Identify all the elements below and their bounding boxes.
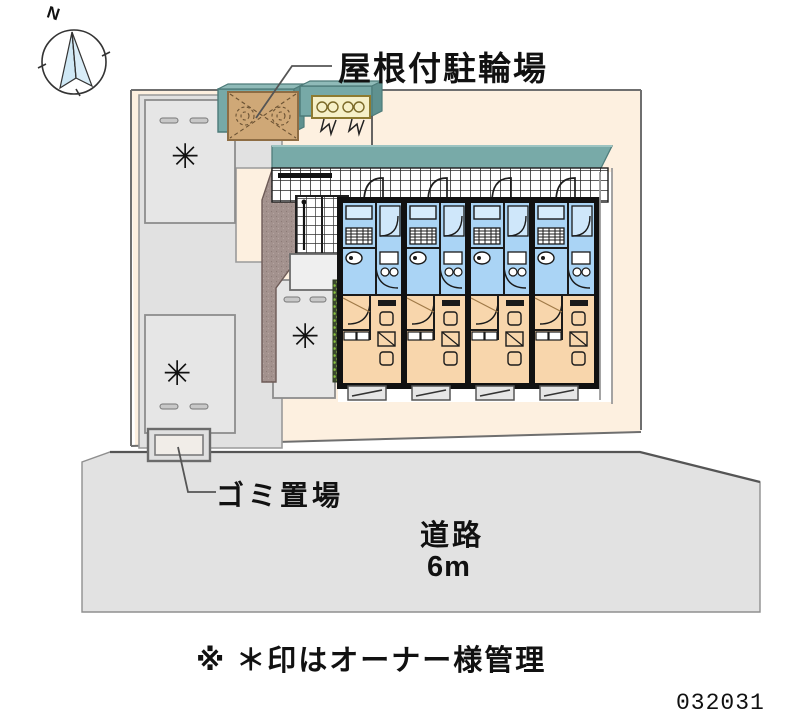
building-right-edge: [599, 168, 613, 404]
covered-bicycle-parking-label: 屋根付駐輪場: [338, 50, 548, 87]
parking-space-3[interactable]: [272, 279, 336, 399]
unit-4[interactable]: [529, 197, 600, 401]
owner-managed-note: ※ ＊印はオーナー様管理: [196, 645, 547, 677]
compass-rose: [37, 29, 111, 97]
unit-3[interactable]: [465, 197, 536, 401]
bike-shelter-left[interactable]: [217, 83, 305, 141]
unit-2[interactable]: [401, 197, 472, 401]
bike-shelter-leader-line: [255, 65, 373, 150]
garbage-area-label: ゴミ置場: [216, 480, 345, 511]
owner-mark-parking-2: ✳: [163, 355, 192, 393]
roof-eave: [271, 145, 614, 171]
garbage-enclosure[interactable]: [146, 427, 212, 463]
garbage-leader-line: [177, 446, 216, 493]
plan-id-number: 032031: [676, 690, 765, 716]
unit-1[interactable]: [337, 197, 408, 401]
road-width-label: 6m: [427, 551, 471, 583]
road-label: 道路: [420, 520, 485, 552]
owner-mark-parking-3: ✳: [291, 318, 320, 356]
owner-mark-parking-1: ✳: [171, 138, 200, 176]
road-area: [81, 450, 761, 613]
